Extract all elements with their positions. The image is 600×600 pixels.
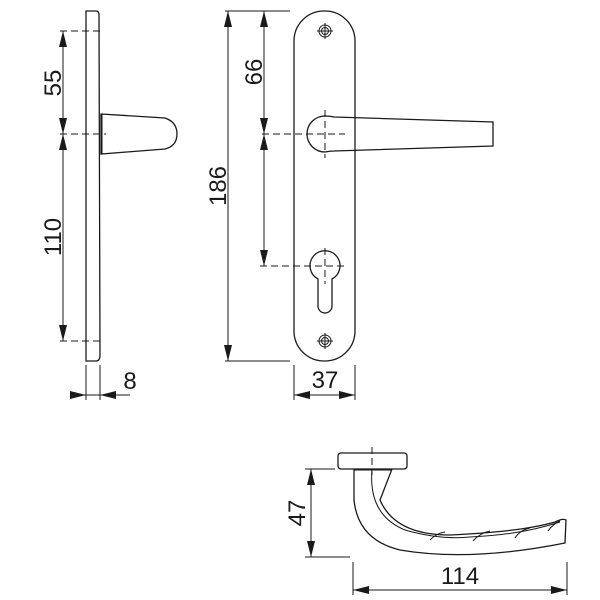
screw-bottom-icon — [317, 333, 333, 349]
dim-37: 37 — [312, 367, 339, 394]
dim-8: 8 — [123, 368, 136, 395]
side-view: 55 110 8 — [40, 10, 178, 400]
screw-top-icon — [317, 23, 333, 39]
side-lever — [100, 113, 178, 155]
front-lever — [306, 115, 494, 153]
side-plate — [85, 10, 101, 362]
lever-outer — [353, 468, 567, 556]
dim-66: 66 — [241, 59, 268, 86]
lever-top-view: 47 114 — [284, 447, 568, 595]
dim-114: 114 — [441, 563, 479, 590]
dim-110: 110 — [40, 218, 67, 256]
dim-55: 55 — [40, 70, 67, 97]
dim-186: 186 — [205, 166, 232, 206]
dim-47: 47 — [284, 500, 311, 527]
front-plate — [293, 10, 356, 362]
keyhole — [309, 250, 341, 314]
front-view: 186 66 37 — [205, 10, 494, 400]
